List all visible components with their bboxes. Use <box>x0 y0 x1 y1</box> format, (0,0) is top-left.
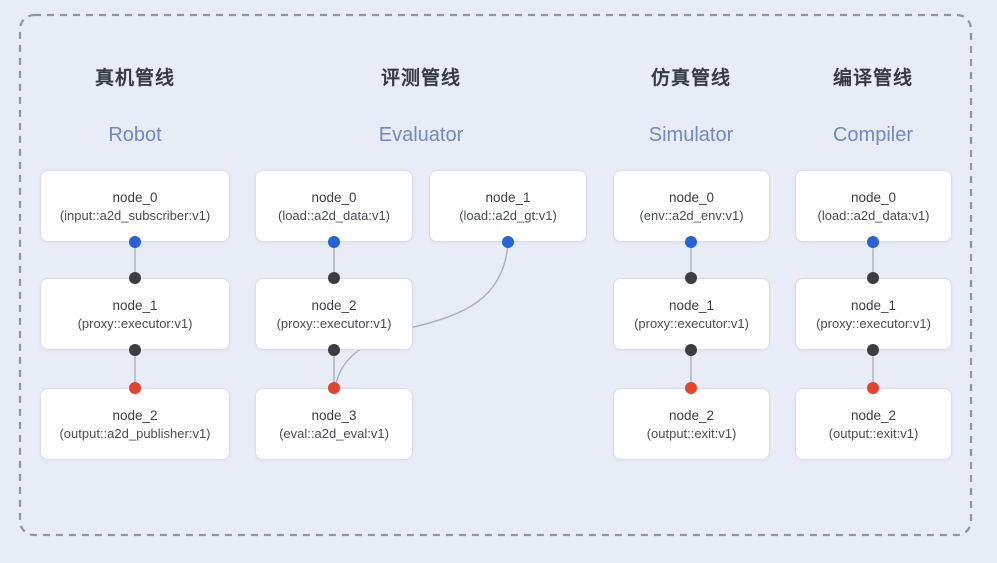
node-name: node_0 <box>850 189 897 205</box>
node-name: node_2 <box>112 407 158 423</box>
node-type: (proxy::executor:v1) <box>816 315 931 331</box>
node-card-simulator-node0[interactable]: node_0 (env::a2d_env:v1) <box>613 170 770 242</box>
node-type: (output::exit:v1) <box>646 425 737 441</box>
node-type: (env::a2d_env:v1) <box>639 207 744 223</box>
node-card-robot-node1[interactable]: node_1 (proxy::executor:v1) <box>40 278 230 350</box>
node-card-evaluator-node1[interactable]: node_1 (load::a2d_gt:v1) <box>429 170 587 242</box>
node-type: (load::a2d_data:v1) <box>277 207 391 223</box>
node-name: node_1 <box>485 189 531 205</box>
node-name: node_0 <box>668 189 715 205</box>
pipeline-title-cn-evaluator: 评测管线 <box>380 68 461 89</box>
node-name: node_1 <box>112 297 158 313</box>
node-name: node_2 <box>668 407 715 423</box>
node-type: (proxy::executor:v1) <box>276 315 392 331</box>
node-type: (output::a2d_publisher:v1) <box>59 425 211 441</box>
node-name: node_1 <box>850 297 897 313</box>
node-card-robot-node0[interactable]: node_0 (input::a2d_subscriber:v1) <box>40 170 230 242</box>
node-card-evaluator-node3[interactable]: node_3 (eval::a2d_eval:v1) <box>255 388 413 460</box>
node-name: node_0 <box>112 189 158 205</box>
node-type: (proxy::executor:v1) <box>634 315 749 331</box>
node-card-evaluator-node0[interactable]: node_0 (load::a2d_data:v1) <box>255 170 413 242</box>
pipeline-title-en-robot: Robot <box>108 124 162 146</box>
node-card-evaluator-node2[interactable]: node_2 (proxy::executor:v1) <box>255 278 413 350</box>
node-card-compiler-node2[interactable]: node_2 (output::exit:v1) <box>795 388 952 460</box>
pipeline-title-cn-compiler: 编译管线 <box>832 68 913 89</box>
node-type: (output::exit:v1) <box>828 425 919 441</box>
node-card-compiler-node1[interactable]: node_1 (proxy::executor:v1) <box>795 278 952 350</box>
node-type: (proxy::executor:v1) <box>77 315 193 331</box>
pipeline-title-en-compiler: Compiler <box>832 124 914 146</box>
node-type: (input::a2d_subscriber:v1) <box>59 207 211 223</box>
node-card-simulator-node1[interactable]: node_1 (proxy::executor:v1) <box>613 278 770 350</box>
node-card-compiler-node0[interactable]: node_0 (load::a2d_data:v1) <box>795 170 952 242</box>
node-type: (eval::a2d_eval:v1) <box>279 425 389 441</box>
node-name: node_2 <box>311 297 357 313</box>
pipeline-title-cn-robot: 真机管线 <box>94 68 175 89</box>
pipeline-title-en-evaluator: Evaluator <box>378 124 464 146</box>
node-name: node_2 <box>850 407 897 423</box>
node-type: (load::a2d_data:v1) <box>817 207 930 223</box>
node-type: (load::a2d_gt:v1) <box>459 207 557 223</box>
node-card-robot-node2[interactable]: node_2 (output::a2d_publisher:v1) <box>40 388 230 460</box>
node-name: node_0 <box>311 189 357 205</box>
node-name: node_1 <box>668 297 715 313</box>
node-name: node_3 <box>311 407 357 423</box>
node-card-simulator-node2[interactable]: node_2 (output::exit:v1) <box>613 388 770 460</box>
